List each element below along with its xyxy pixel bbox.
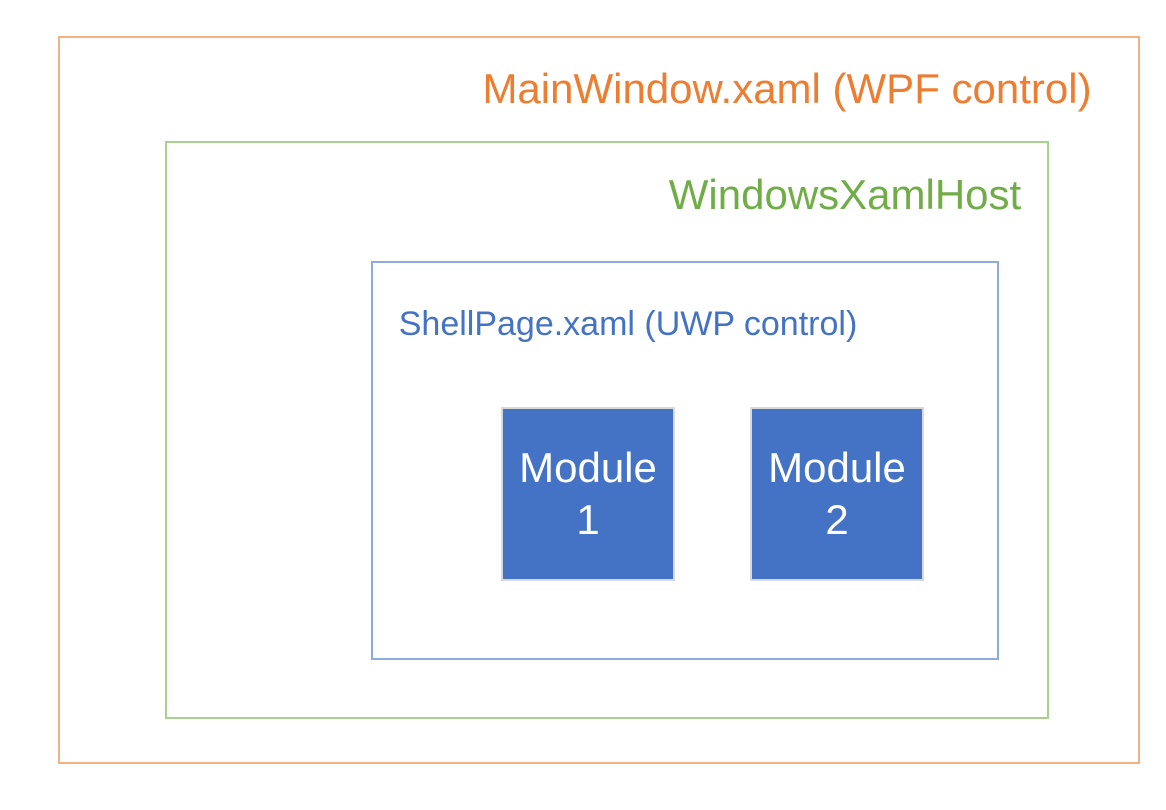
- module-1-label: Module: [519, 444, 657, 491]
- windowsxamlhost-box: [165, 141, 1049, 719]
- module-1-box: Module 1: [501, 407, 675, 581]
- module-2-box: Module 2: [750, 407, 924, 581]
- mainwindow-box: [58, 36, 1140, 764]
- module-2-number: 2: [825, 496, 849, 543]
- shellpage-box: [371, 261, 999, 660]
- shellpage-label: ShellPage.xaml (UWP control): [398, 305, 858, 343]
- module-2-label: Module: [768, 444, 906, 491]
- mainwindow-label: MainWindow.xaml (WPF control): [482, 65, 1092, 112]
- module-1-number: 1: [576, 496, 600, 543]
- windowsxamlhost-label: WindowsXamlHost: [668, 171, 1022, 218]
